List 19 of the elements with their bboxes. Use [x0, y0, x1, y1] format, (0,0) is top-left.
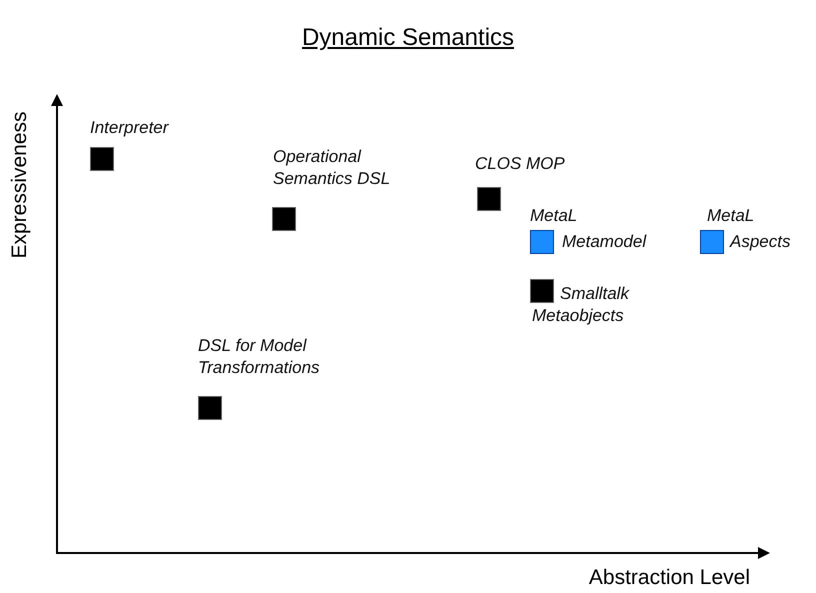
- data-point-marker: [530, 230, 554, 254]
- point-label: Operational Semantics DSL: [273, 146, 392, 190]
- data-point-marker: [477, 187, 501, 211]
- point-label: MetaL: [530, 205, 578, 227]
- point-label: Smalltalk Metaobjects: [532, 283, 630, 327]
- chart-title: Dynamic Semantics: [300, 24, 516, 52]
- data-point-marker: [530, 279, 554, 303]
- point-label: DSL for Model Transformations: [198, 335, 321, 379]
- axis-label: Expressiveness: [8, 111, 32, 259]
- point-label: Interpreter: [90, 117, 170, 139]
- point-label: Aspects: [730, 231, 792, 253]
- data-point-marker: [198, 396, 222, 420]
- axis-label: Abstraction Level: [588, 566, 750, 590]
- point-label: Metamodel: [562, 231, 648, 253]
- data-point-marker: [700, 230, 724, 254]
- data-point-marker: [90, 147, 114, 171]
- data-point-marker: [272, 207, 296, 231]
- point-label: MetaL: [707, 205, 756, 227]
- point-label: CLOS MOP: [475, 153, 566, 175]
